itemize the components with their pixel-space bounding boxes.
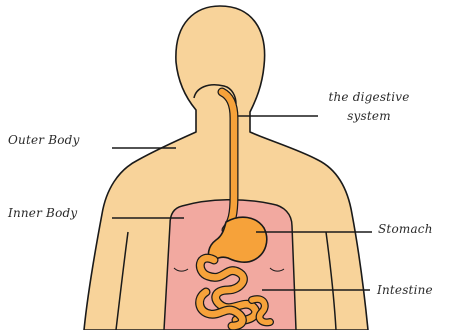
label-digestive-system: the digestive system (300, 90, 438, 123)
label-outer-body: Outer Body (8, 133, 80, 147)
label-intestine: Intestine (377, 283, 433, 297)
label-stomach: Stomach (378, 222, 433, 236)
label-digestive-line1: the digestive (300, 90, 438, 104)
label-inner-body: Inner Body (8, 206, 77, 220)
label-digestive-line2: system (300, 109, 438, 123)
